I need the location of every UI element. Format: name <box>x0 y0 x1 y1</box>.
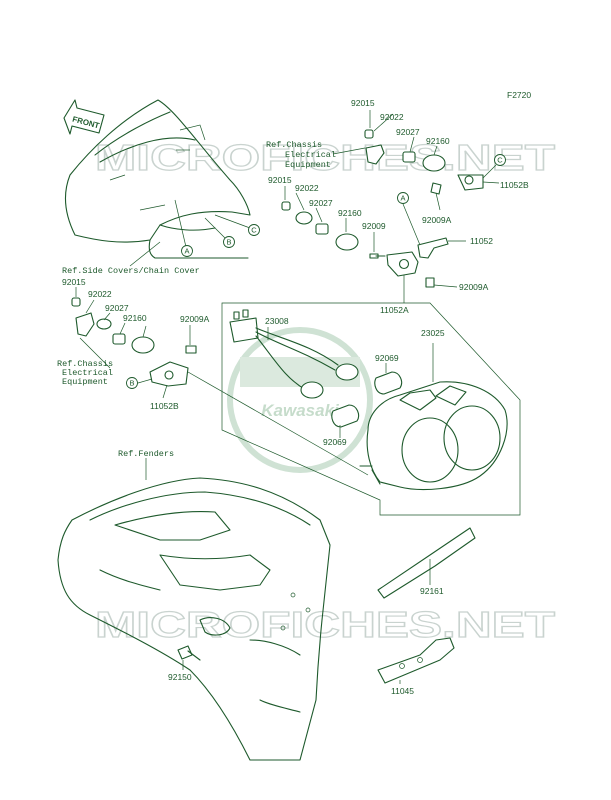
pn-92009a-mid: 92009A <box>459 282 489 292</box>
watermark-logo: Kawasaki <box>227 327 373 473</box>
tail-cowl <box>64 99 251 259</box>
pn-92015-top: 92015 <box>351 98 375 108</box>
pn-11052a: 11052A <box>380 305 409 315</box>
bulb-lower <box>331 404 360 428</box>
watermark-bottom: MICROFICHES.NET <box>95 604 555 645</box>
pn-92027-top: 92027 <box>396 127 420 137</box>
callout-a-cowl: A <box>181 245 193 257</box>
ref-side-covers: Ref.Side Covers/Chain Cover <box>62 266 200 276</box>
pn-92009a-top: 92009A <box>422 215 452 225</box>
watermark-top: MICROFICHES.NET <box>95 137 555 178</box>
pn-92009-mid: 92009 <box>362 221 386 231</box>
ref-chassis-left-line2: Electrical <box>62 368 113 378</box>
pn-23008: 23008 <box>265 316 289 326</box>
pn-92015-mid: 92015 <box>268 175 292 185</box>
pn-92150: 92150 <box>168 672 192 682</box>
top-bracket-group: C <box>364 129 506 195</box>
ref-chassis-top-line2: Electrical <box>285 150 336 160</box>
svg-text:B: B <box>226 238 231 247</box>
pn-92160-left: 92160 <box>123 313 147 323</box>
stay-92161 <box>377 527 476 599</box>
pn-11052b-left: 11052B <box>150 401 179 411</box>
pn-92160-top: 92160 <box>426 136 450 146</box>
ref-chassis-left-line3: Equipment <box>62 377 108 387</box>
pn-92069-b: 92069 <box>323 437 347 447</box>
pn-92160-mid: 92160 <box>338 208 362 218</box>
wiring-harness <box>229 309 359 399</box>
pn-92022-mid: 92022 <box>295 183 319 193</box>
svg-text:C: C <box>251 226 257 235</box>
pn-92015-left: 92015 <box>62 277 86 287</box>
svg-text:B: B <box>129 379 134 388</box>
callout-b-cowl: B <box>223 236 235 248</box>
ref-chassis-left-line1: Ref.Chassis <box>57 359 113 369</box>
pn-11052: 11052 <box>470 236 493 246</box>
mid-bracket-group <box>281 201 449 288</box>
bulb-upper <box>374 371 403 395</box>
pn-92069-a: 92069 <box>375 353 399 363</box>
pn-92027-left: 92027 <box>105 303 129 313</box>
callout-c-cowl: C <box>248 224 260 236</box>
svg-text:A: A <box>400 194 405 203</box>
left-bracket-group <box>71 297 197 387</box>
svg-text:C: C <box>497 156 503 165</box>
tail-lamp <box>359 381 508 491</box>
pn-92161: 92161 <box>420 586 444 596</box>
bolt-92150 <box>177 645 201 661</box>
ref-fenders: Ref.Fenders <box>118 449 174 459</box>
pn-11045: 11045 <box>391 686 414 696</box>
license-bracket <box>377 637 455 684</box>
pn-92022-top: 92022 <box>380 112 404 122</box>
front-arrow: FRONT <box>63 99 105 135</box>
pn-23025: 23025 <box>421 328 445 338</box>
ref-chassis-top-line3: Equipment <box>285 160 331 170</box>
svg-text:A: A <box>184 247 189 256</box>
ref-chassis-top-line1: Ref.Chassis <box>266 140 322 150</box>
pn-11052b-top: 11052B <box>500 180 529 190</box>
rear-fender <box>57 477 331 761</box>
pn-92027-mid: 92027 <box>309 198 333 208</box>
pn-92022-left: 92022 <box>88 289 112 299</box>
pn-92009a-left: 92009A <box>180 314 210 324</box>
watermark-logo-text: Kawasaki <box>261 401 340 420</box>
figure-code: F2720 <box>507 90 531 100</box>
